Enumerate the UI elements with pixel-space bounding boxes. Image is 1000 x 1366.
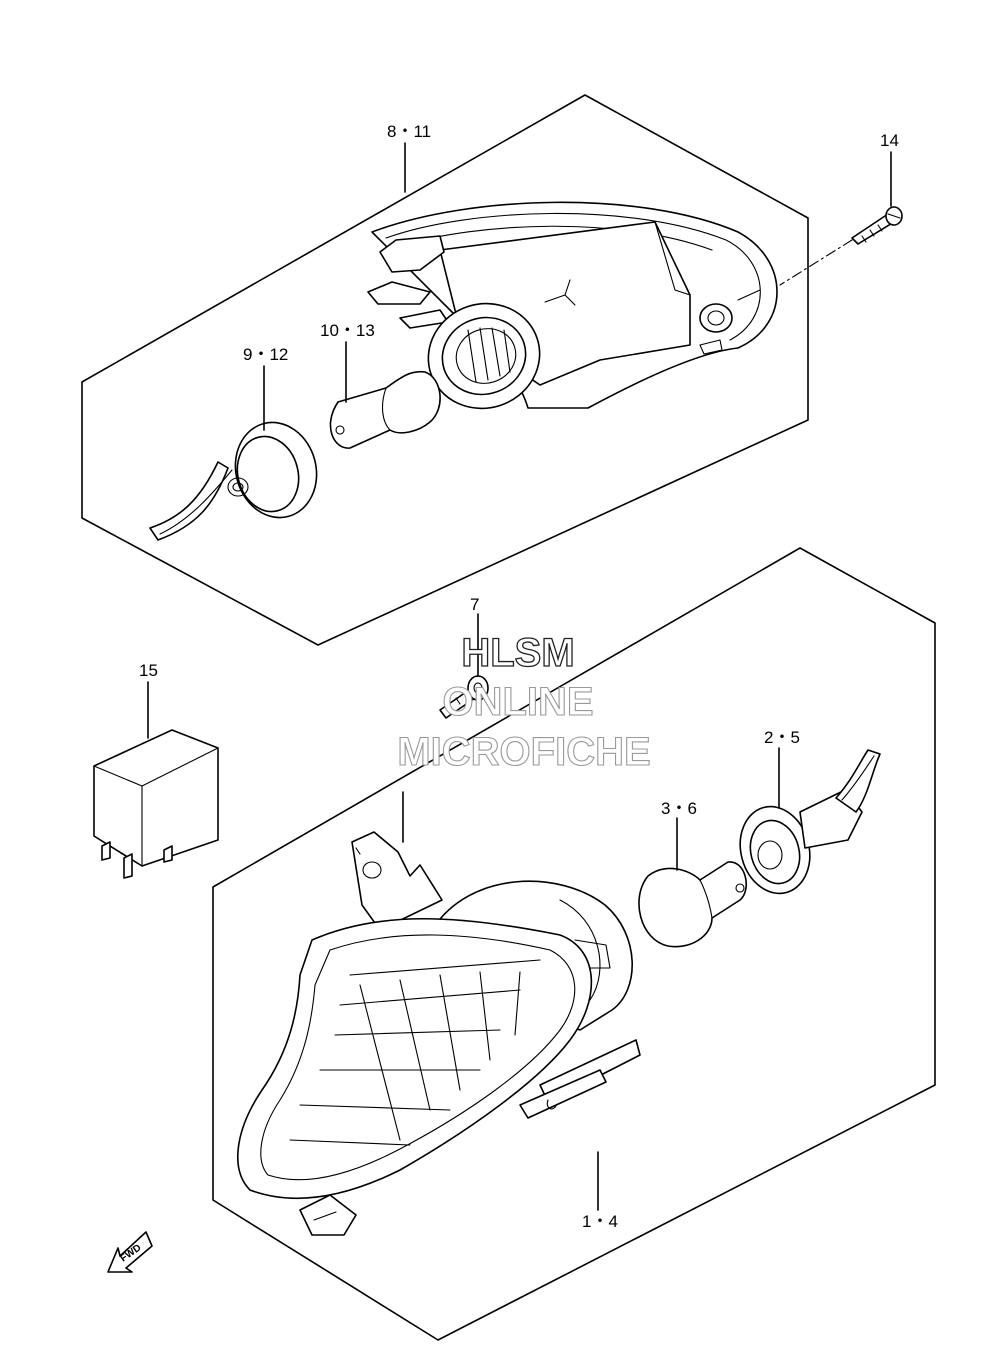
- upper-panel-outline: [81, 94, 809, 646]
- callout-front-lamp-assy: 1・4: [582, 1212, 618, 1231]
- callout-front-screw: 7: [470, 595, 479, 614]
- watermark-line-3: MICROFICHE: [397, 730, 650, 774]
- rear-lamp-housing: [367, 201, 778, 410]
- upper-assembly-panel: [81, 94, 809, 646]
- watermark-line-2: ONLINE: [442, 680, 593, 724]
- rear-bulb: [329, 370, 441, 449]
- callout-rear-lamp-assy: 8・11: [387, 122, 431, 141]
- lower-assembly-panel: [212, 547, 936, 1341]
- callout-front-bulb: 3・6: [661, 799, 697, 818]
- watermark: HLSM ONLINE MICROFICHE: [397, 630, 651, 774]
- callout-front-socket: 2・5: [764, 728, 800, 747]
- callout-rear-bulb: 10・13: [320, 321, 375, 340]
- rear-socket: [149, 421, 318, 541]
- turn-signal-relay: [93, 729, 219, 879]
- front-bulb: [638, 861, 748, 948]
- watermark-line-1: HLSM: [461, 631, 574, 675]
- callout-relay: 15: [139, 661, 158, 680]
- fwd-arrow-icon: FWD: [107, 1231, 153, 1273]
- callout-lens-screw: 14: [880, 131, 899, 150]
- callout-labels: 8・11 14 9・12 10・13 15 7 2・5 3・6 1・4: [139, 122, 899, 1231]
- front-lamp-housing: [237, 831, 641, 1236]
- front-socket: [739, 749, 881, 895]
- leader-lines: [147, 142, 892, 1211]
- lens-screw: [779, 206, 903, 286]
- callout-rear-socket: 9・12: [243, 345, 288, 364]
- lower-panel-outline: [212, 547, 936, 1341]
